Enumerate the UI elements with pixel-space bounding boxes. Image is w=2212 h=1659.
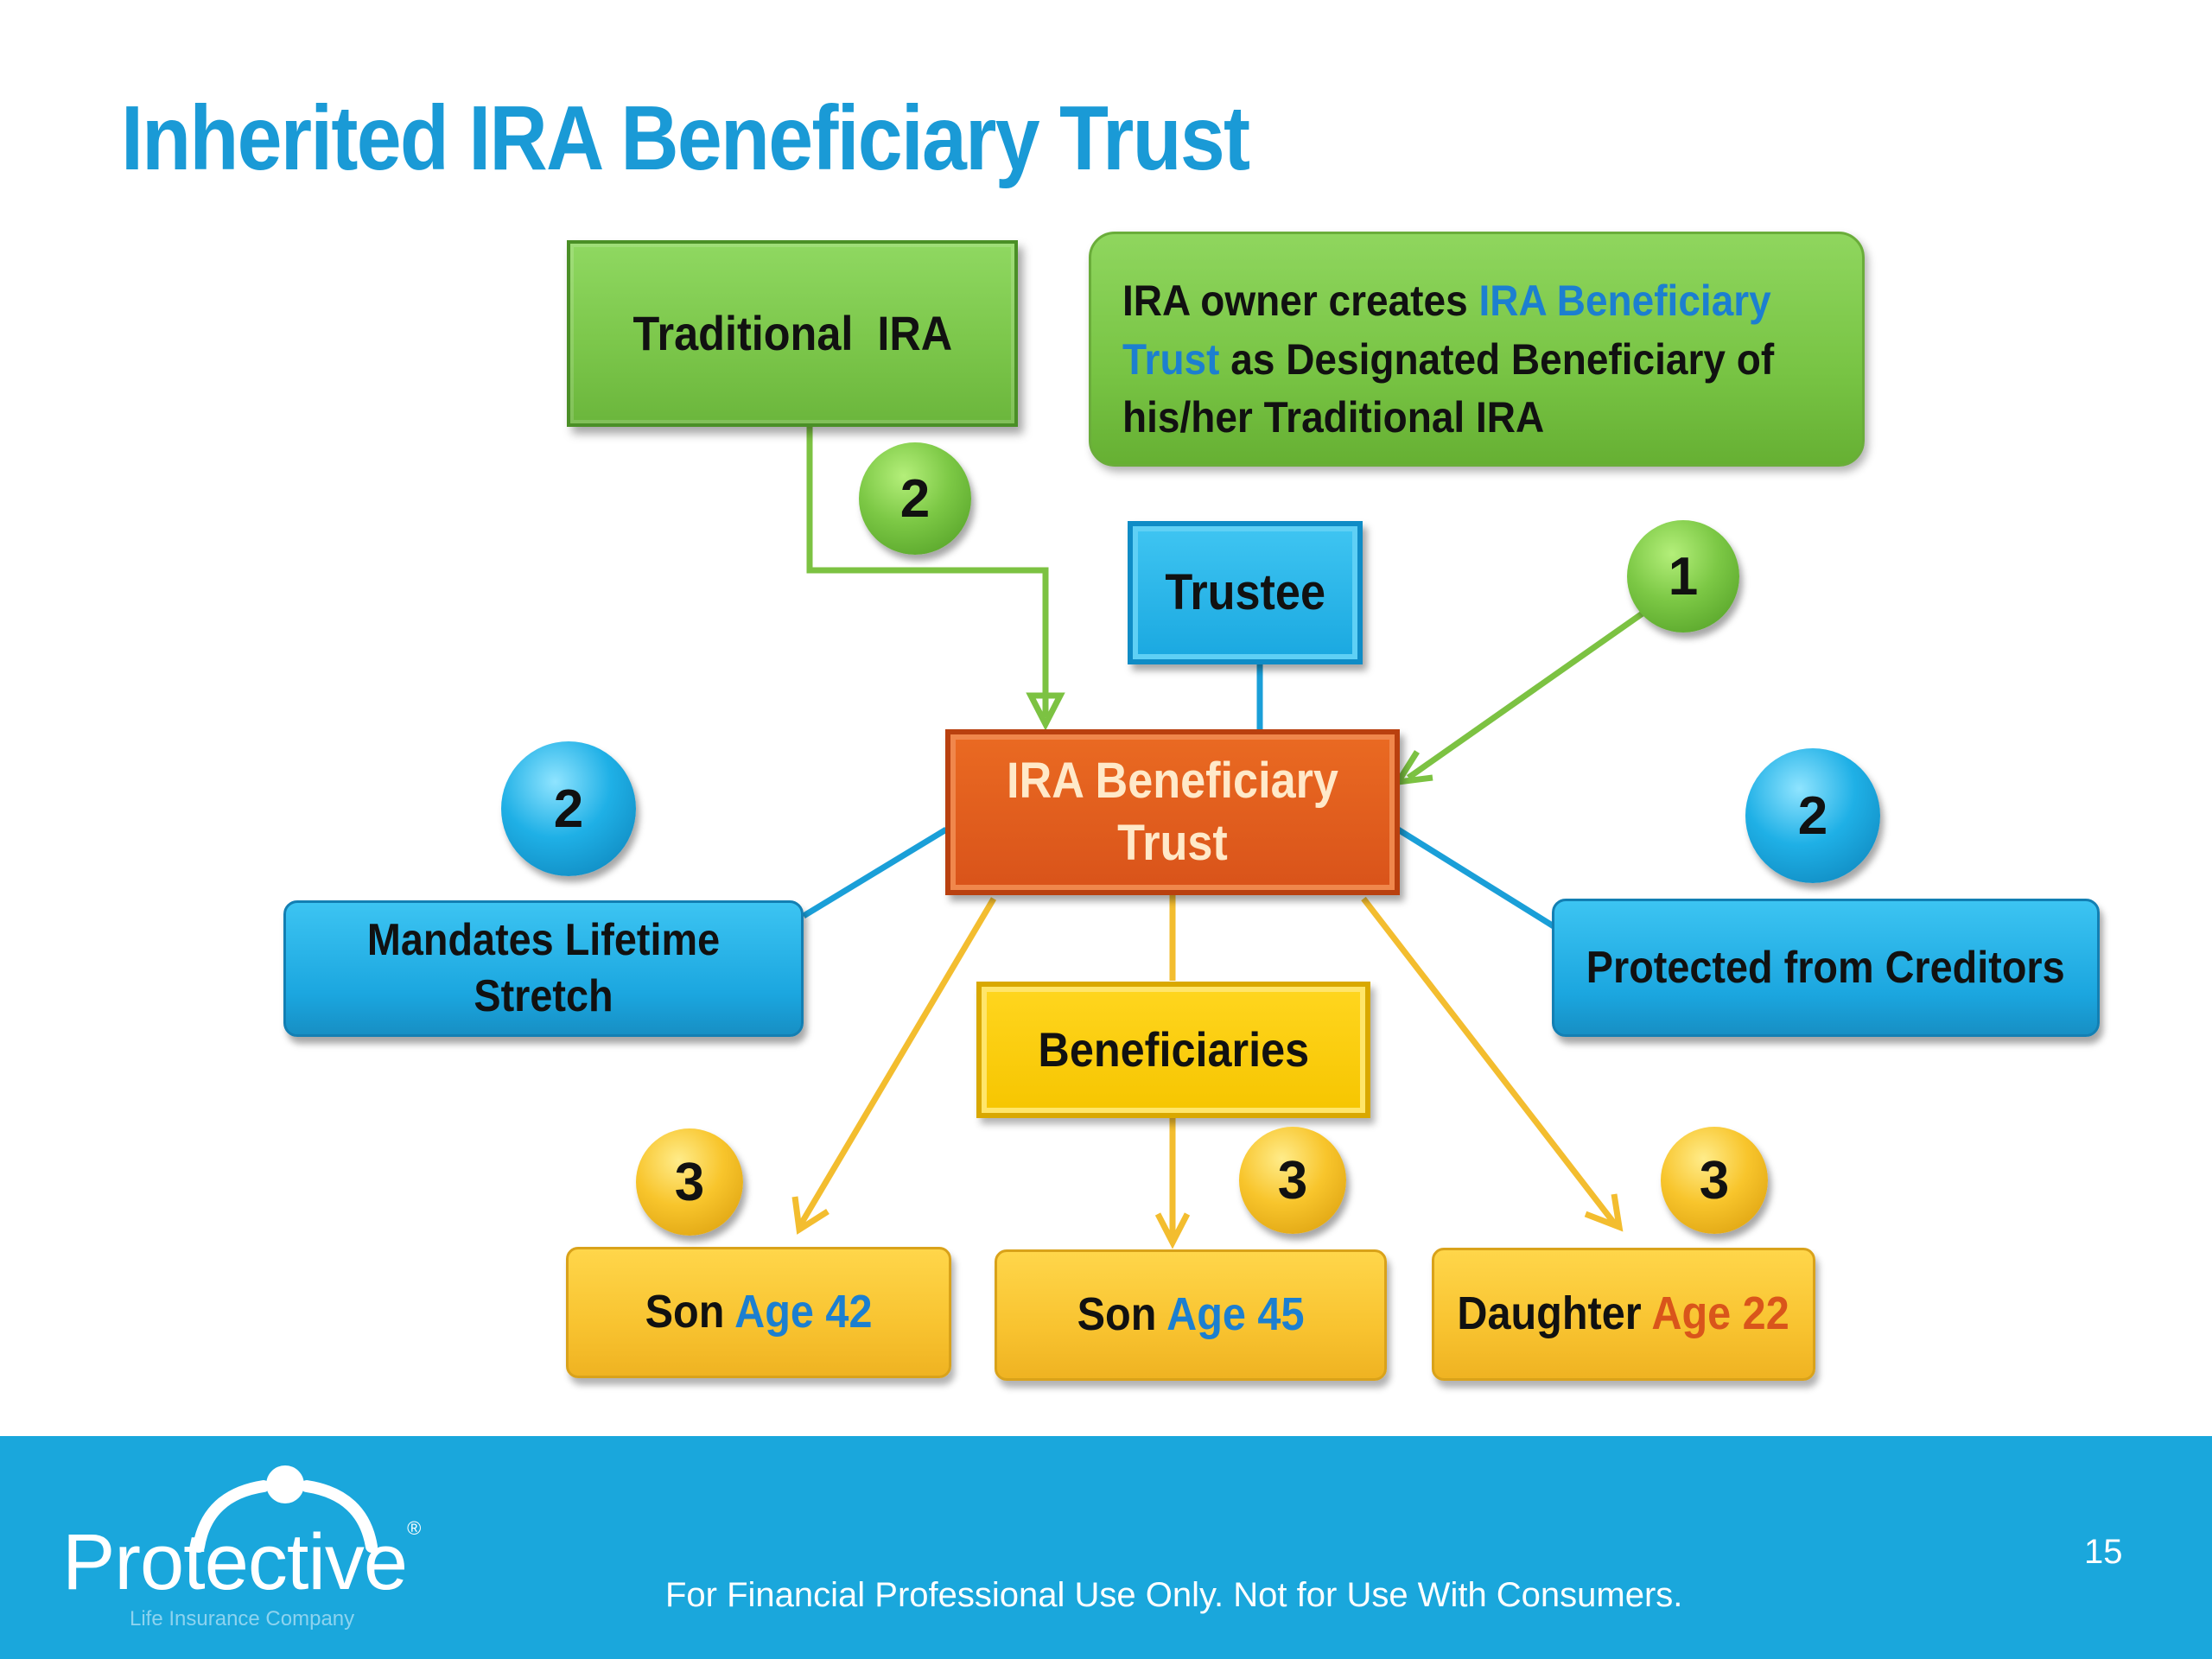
son-age-45-box: Son Age 45	[995, 1249, 1387, 1381]
son-age-42-age: Age 42	[734, 1286, 873, 1338]
traditional-ira-box: Traditional IRA	[567, 240, 1018, 427]
beneficiaries-box: Beneficiaries	[976, 982, 1370, 1118]
beneficiaries-label: Beneficiaries	[1038, 1022, 1309, 1077]
step-marker-daughter: 3	[1661, 1127, 1768, 1234]
owner-note-part2: as Designated Beneficiary of his/her Tra…	[1122, 334, 1775, 442]
owner-note-text: IRA owner creates IRA Beneficiary Trust …	[1122, 272, 1774, 448]
daughter-age-22-label: Daughter Age 22	[1458, 1285, 1789, 1344]
connector-mandates	[802, 827, 948, 918]
arrowhead-daughter	[1584, 1193, 1624, 1232]
arrowhead-son-42	[791, 1196, 830, 1235]
son-age-45-label: Son Age 45	[1077, 1286, 1305, 1344]
protective-logo: Protective® Life Insurance Company	[52, 1460, 484, 1633]
mandates-stretch-box: Mandates Lifetime Stretch	[283, 900, 804, 1037]
owner-note-part1: IRA owner creates	[1122, 276, 1479, 325]
trustee-box: Trustee	[1128, 521, 1363, 664]
ira-trust-box: IRA Beneficiary Trust	[945, 729, 1400, 895]
connector-owner-to-trust	[1406, 608, 1649, 780]
protected-creditors-box: Protected from Creditors	[1552, 899, 2100, 1037]
logo-registered-mark: ®	[407, 1517, 421, 1539]
owner-note-highlight: IRA Beneficiary Trust	[1122, 276, 1771, 384]
daughter-age-22-box: Daughter Age 22	[1432, 1248, 1815, 1381]
protected-creditors-label: Protected from Creditors	[1586, 942, 2065, 993]
step-marker-son-45: 3	[1239, 1127, 1346, 1234]
son-age-42-relation: Son	[645, 1286, 725, 1338]
logo-wordmark: Protective®	[62, 1517, 421, 1606]
page-title: Inherited IRA Beneficiary Trust	[121, 87, 1250, 189]
trustee-label: Trustee	[1165, 563, 1325, 620]
connector-daughter	[1361, 896, 1618, 1228]
owner-note-box: IRA owner creates IRA Beneficiary Trust …	[1089, 232, 1865, 467]
mandates-stretch-label: Mandates Lifetime Stretch	[366, 915, 721, 1021]
traditional-ira-label: Traditional IRA	[632, 306, 952, 360]
son-age-45-age: Age 45	[1166, 1288, 1305, 1341]
step-marker-mandates: 2	[501, 741, 636, 876]
protective-arch-icon	[193, 1465, 378, 1553]
step-marker-son-42: 3	[636, 1128, 743, 1236]
connector-ira-to-trust	[806, 415, 1049, 717]
logo-subtitle: Life Insurance Company	[130, 1607, 355, 1630]
arrowhead-son-45	[1154, 1212, 1191, 1249]
son-age-42-label: Son Age 42	[645, 1283, 873, 1342]
son-age-45-relation: Son	[1077, 1288, 1157, 1341]
page-number: 15	[2084, 1533, 2123, 1571]
daughter-age-22-relation: Daughter	[1457, 1287, 1643, 1340]
arrowhead-ira-to-trust	[1026, 692, 1065, 731]
connector-son-42	[796, 897, 997, 1229]
step-marker-traditional-ira: 2	[859, 442, 971, 555]
step-marker-protected: 2	[1745, 748, 1880, 883]
step-marker-owner: 1	[1627, 520, 1739, 632]
footer-disclaimer: For Financial Professional Use Only. Not…	[665, 1576, 1683, 1614]
connector-protected	[1396, 827, 1555, 929]
daughter-age-22-age: Age 22	[1651, 1287, 1790, 1340]
son-age-42-box: Son Age 42	[566, 1247, 951, 1378]
ira-trust-label: IRA Beneficiary Trust	[1007, 752, 1338, 872]
